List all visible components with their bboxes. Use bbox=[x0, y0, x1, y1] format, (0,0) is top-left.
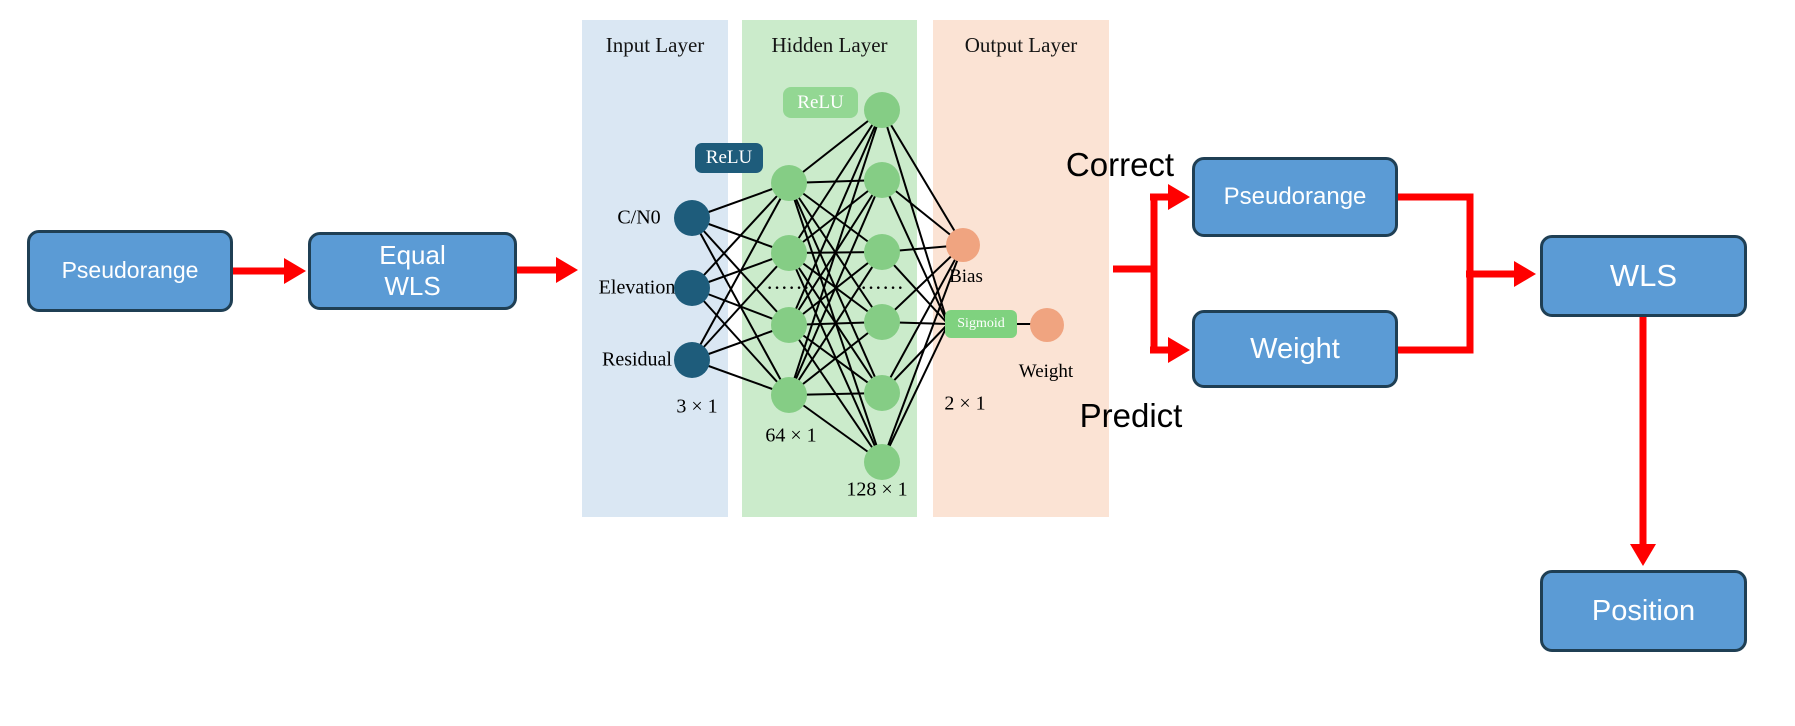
hidden-dots-2: ······ bbox=[860, 280, 906, 297]
nn-edge bbox=[881, 244, 964, 394]
nn-edge bbox=[881, 323, 949, 463]
input-node bbox=[674, 200, 710, 236]
nn-edge bbox=[788, 109, 883, 396]
weight-box-label: Weight bbox=[1250, 332, 1340, 365]
nn-edge bbox=[788, 109, 883, 254]
input-node-label-cn0: C/N0 bbox=[617, 206, 661, 229]
nn-edge bbox=[788, 394, 883, 463]
pseudorange-corrected-box: Pseudorange bbox=[1192, 157, 1398, 237]
output-node-label-weight: Weight bbox=[1018, 361, 1074, 382]
flow-arrowhead bbox=[1514, 261, 1536, 287]
nn-edge bbox=[881, 244, 964, 463]
flow-arrowhead bbox=[1630, 544, 1656, 566]
equal-wls-box: Equal WLS bbox=[308, 232, 517, 310]
output-node-weight bbox=[1030, 308, 1064, 342]
relu-badge-hidden: ReLU bbox=[783, 87, 858, 118]
sigmoid-badge: Sigmoid bbox=[945, 310, 1017, 338]
position-box: Position bbox=[1540, 570, 1747, 652]
nn-edge bbox=[881, 109, 964, 246]
hidden-node bbox=[771, 165, 807, 201]
wls-box: WLS bbox=[1540, 235, 1747, 317]
nn-edge bbox=[881, 244, 964, 323]
nn-edge bbox=[691, 182, 790, 361]
output-dim-label: 2 × 1 bbox=[944, 392, 986, 415]
hidden-dim-label-128: 128 × 1 bbox=[846, 478, 908, 501]
flow-arrowhead bbox=[284, 258, 306, 284]
output-layer-title: Output Layer bbox=[964, 33, 1078, 57]
predict-annotation: Predict bbox=[1079, 397, 1183, 434]
hidden-node bbox=[771, 377, 807, 413]
nn-edge bbox=[881, 179, 949, 325]
wls-box-label: WLS bbox=[1609, 257, 1678, 293]
flow-arrowhead bbox=[1168, 184, 1190, 210]
nn-edge bbox=[881, 109, 949, 325]
hidden-node bbox=[864, 92, 900, 128]
output-node-bias bbox=[946, 228, 980, 262]
nn-edge bbox=[788, 251, 883, 396]
pseudorange-input-box: Pseudorange bbox=[27, 230, 233, 312]
nn-edge bbox=[788, 109, 883, 326]
hidden-node bbox=[864, 304, 900, 340]
relu-badge-input: ReLU bbox=[695, 143, 763, 173]
pseudorange-input-label: Pseudorange bbox=[61, 257, 199, 284]
output-node-label-bias: Bias bbox=[949, 266, 983, 287]
hidden-node bbox=[771, 235, 807, 271]
hidden-node bbox=[864, 162, 900, 198]
weight-box: Weight bbox=[1192, 310, 1398, 388]
nn-edge bbox=[788, 109, 883, 184]
pseudorange-corrected-label: Pseudorange bbox=[1223, 182, 1367, 210]
input-dim-label: 3 × 1 bbox=[676, 395, 718, 418]
hidden-node bbox=[864, 375, 900, 411]
nn-edge bbox=[788, 321, 883, 396]
nn-edge bbox=[691, 182, 790, 289]
input-node-label-residual: Residual bbox=[602, 348, 672, 371]
hidden-dots-1: ······ bbox=[766, 280, 812, 297]
output-layer-panel: Output Layer bbox=[933, 20, 1109, 517]
hidden-node bbox=[771, 307, 807, 343]
nn-edge bbox=[691, 252, 790, 361]
equal-wls-label-line1: Equal bbox=[379, 240, 446, 271]
flow-arrowhead bbox=[1168, 337, 1190, 363]
position-box-label: Position bbox=[1591, 594, 1696, 627]
nn-edge bbox=[788, 179, 883, 396]
equal-wls-label-line2: WLS bbox=[384, 271, 441, 301]
hidden-node bbox=[864, 234, 900, 270]
hidden-node bbox=[864, 444, 900, 480]
flow-arrowhead bbox=[556, 257, 578, 283]
input-node-label-elevation: Elevation bbox=[598, 276, 676, 299]
input-layer-title: Input Layer bbox=[605, 33, 705, 57]
correct-annotation: Correct bbox=[1065, 146, 1175, 183]
hidden-layer-title: Hidden Layer bbox=[771, 33, 888, 57]
input-node bbox=[674, 270, 710, 306]
input-layer-panel: Input Layer bbox=[582, 20, 728, 517]
hidden-dim-label-64: 64 × 1 bbox=[765, 424, 817, 447]
input-node bbox=[674, 342, 710, 378]
